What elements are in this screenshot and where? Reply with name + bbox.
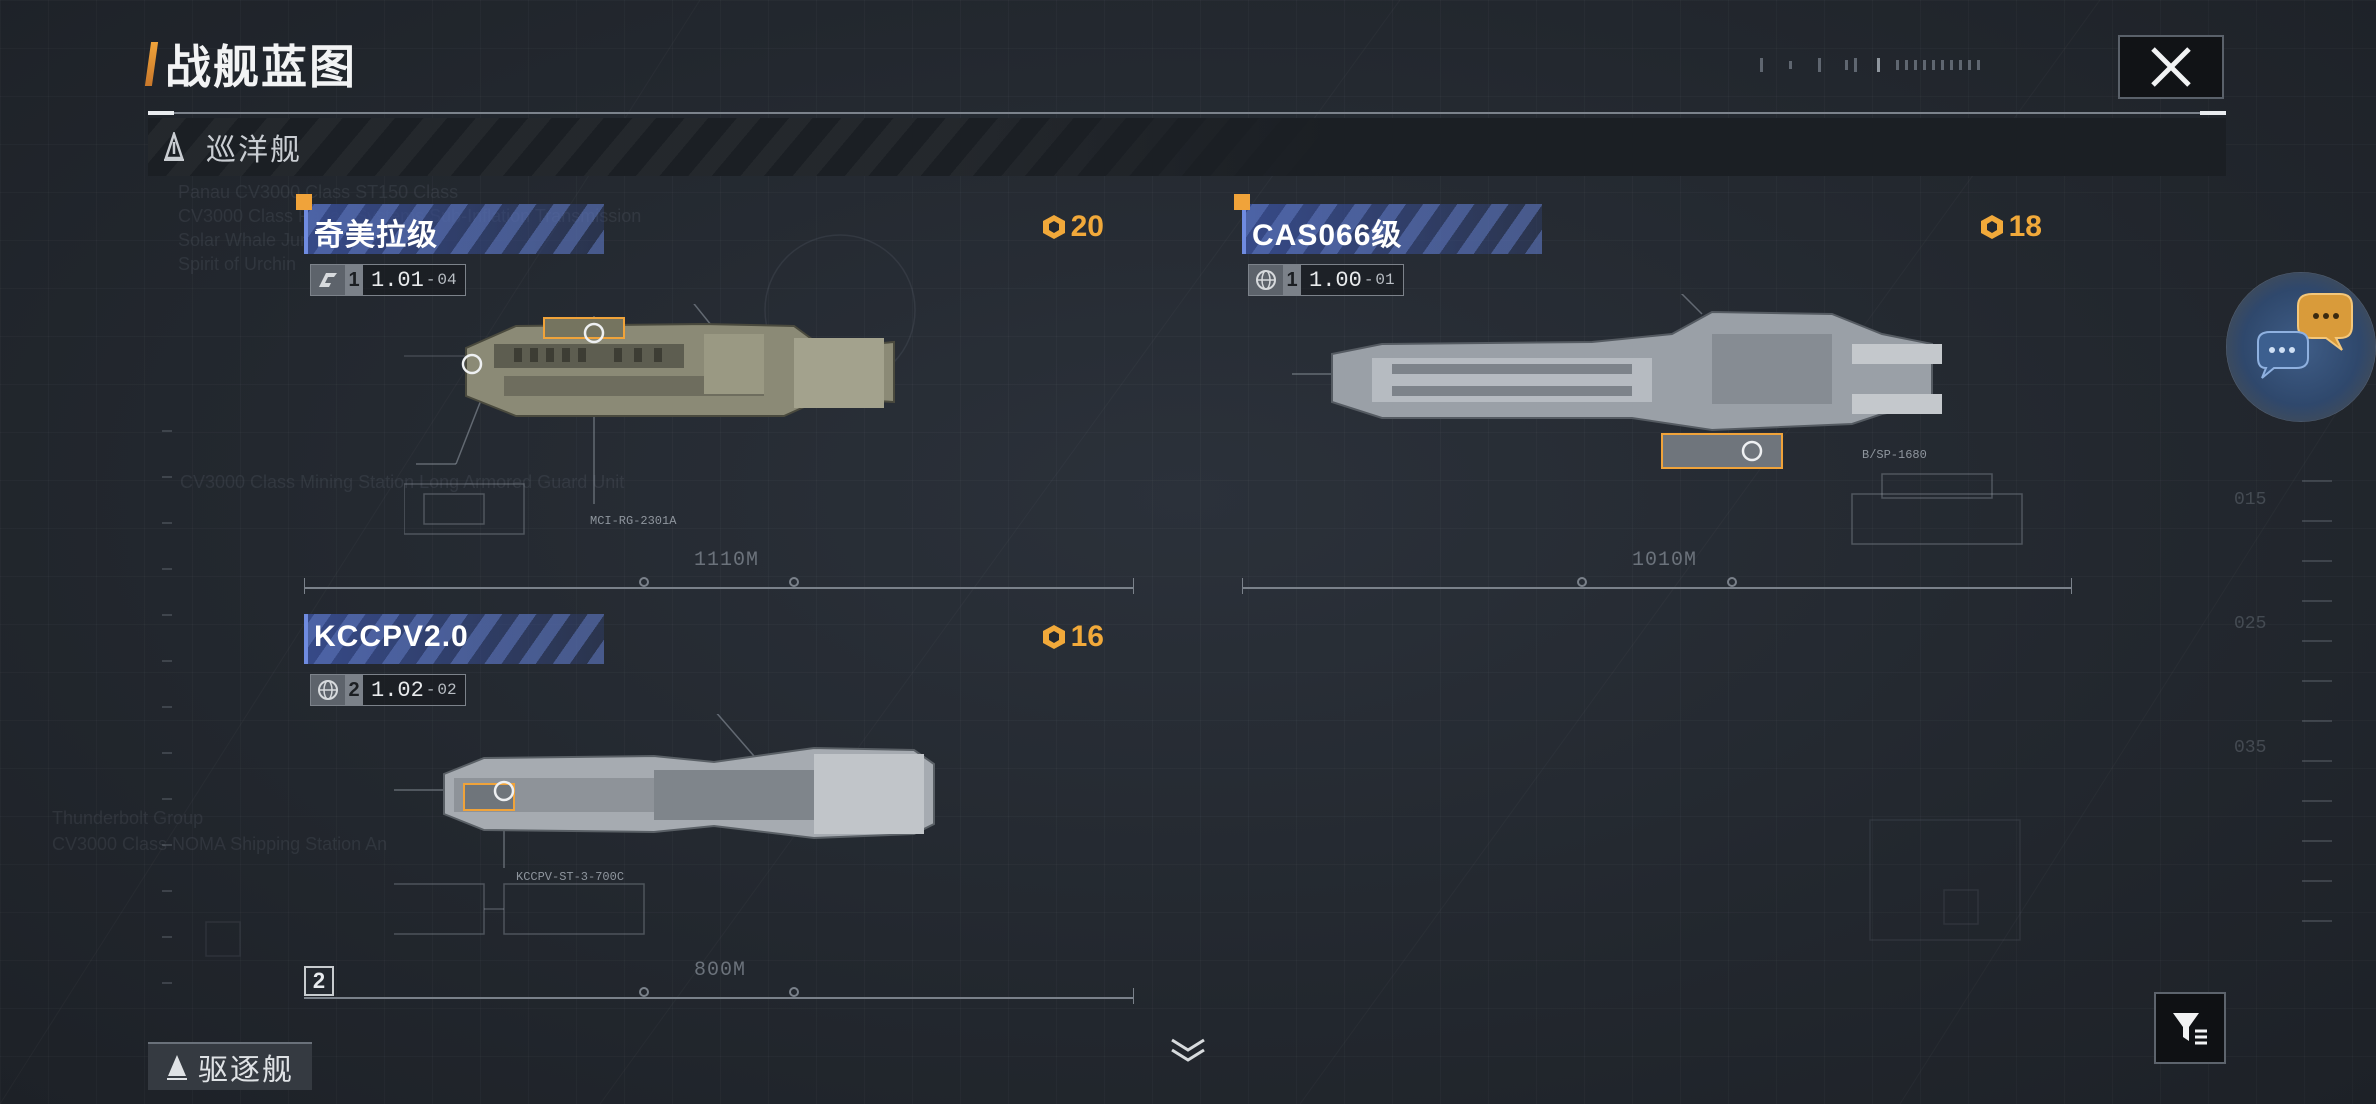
- header: 战舰蓝图: [144, 36, 357, 93]
- globe-icon: [311, 675, 345, 705]
- ship-version: 1.02-02: [371, 677, 457, 703]
- weapon-callout: KCCPV-ST-3-700C: [516, 870, 625, 884]
- page-title: 战舰蓝图: [165, 41, 357, 93]
- ship-name: KCCPV2.0: [314, 620, 469, 653]
- ship-points: 20: [1041, 210, 1104, 244]
- filter-icon: [2173, 1013, 2207, 1045]
- category-label: 巡洋舰: [206, 134, 302, 167]
- header-divider: [148, 111, 2226, 115]
- close-icon: [2151, 47, 2191, 87]
- ship-version-tag: 1 1.01-04: [310, 264, 466, 296]
- ship-version-tag: 2 1.02-02: [310, 674, 466, 706]
- weapon-callout: MCI-RG-2301A: [590, 514, 677, 528]
- ship-card-kccpv[interactable]: KCCPV2.0 16 2 1.02-02 KCCPV-: [304, 614, 1134, 1004]
- cruiser-icon: [164, 132, 184, 161]
- ship-blueprint-chimera: [404, 304, 895, 535]
- scale-number: 015: [2234, 490, 2267, 510]
- chat-button[interactable]: [2226, 272, 2376, 422]
- ship-points: 16: [1041, 620, 1104, 654]
- header-decor-ticks: [1760, 58, 1990, 72]
- ship-points: 18: [1979, 210, 2042, 244]
- ship-length: 1010M: [1632, 549, 1698, 572]
- ship-card-cas066[interactable]: CAS066级 18 1 1.00-01: [1234, 194, 2072, 594]
- length-ruler: [304, 577, 1134, 594]
- bg-decor-text: Spirit of Urchin: [178, 254, 297, 274]
- bg-decor-text: CV3000 Class NOMA Shipping Station An: [52, 834, 388, 854]
- right-scale: [2302, 480, 2332, 940]
- bg-decor-text: Thunderbolt Group: [52, 808, 204, 828]
- scroll-down-icon[interactable]: [1168, 1034, 1208, 1064]
- ship-length: 800M: [694, 959, 747, 982]
- length-ruler: [304, 987, 1134, 1004]
- ship-card-chimera[interactable]: 奇美拉级 20 1 1.01-04: [296, 194, 1134, 594]
- category-tab-label: 驱逐舰: [198, 1054, 294, 1087]
- weapon-callout: B/SP-1680: [1862, 448, 1927, 462]
- faction-emblem-icon: [311, 265, 345, 295]
- ship-version: 1.01-04: [371, 267, 457, 293]
- destroyer-icon: [167, 1055, 187, 1080]
- ship-name: CAS066级: [1252, 219, 1403, 252]
- ship-name-ribbon: [1242, 204, 1542, 254]
- category-bar-cruiser[interactable]: 巡洋舰: [148, 118, 2226, 176]
- ship-name: 奇美拉级: [314, 219, 438, 252]
- new-marker: [1234, 194, 1250, 210]
- ship-blueprint-kccpv: [394, 714, 935, 935]
- ship-length: 1110M: [694, 549, 760, 572]
- points-emblem-icon: [1042, 625, 1065, 649]
- ship-version: 1.00-01: [1309, 267, 1395, 293]
- side-scale: [162, 430, 172, 990]
- ship-blueprint-cas066: [1292, 294, 2023, 545]
- ship-name-ribbon: [304, 614, 604, 664]
- bg-decor-text: CV3000 Class Mining Station Long Armored…: [180, 472, 625, 492]
- bg-decor-text: Panau CV3000 Class ST150 Class: [178, 182, 459, 202]
- scale-number: 035: [2234, 738, 2267, 758]
- close-button[interactable]: [2118, 35, 2224, 99]
- ship-level: 1: [1283, 265, 1301, 295]
- count-badge: 2: [304, 966, 334, 996]
- points-emblem-icon: [1042, 215, 1065, 239]
- category-tab-destroyer[interactable]: 驱逐舰: [148, 1042, 312, 1090]
- chat-icon: [2257, 293, 2353, 379]
- title-accent-bar: [144, 42, 159, 86]
- ship-level: 1: [345, 265, 363, 295]
- new-marker: [296, 194, 312, 210]
- filter-button[interactable]: [2154, 992, 2226, 1064]
- ship-version-tag: 1 1.00-01: [1248, 264, 1404, 296]
- points-emblem-icon: [1980, 215, 2003, 239]
- scale-number: 025: [2234, 614, 2267, 634]
- ship-name-ribbon: [304, 204, 604, 254]
- ship-level: 2: [345, 675, 363, 705]
- length-ruler: [1242, 577, 2072, 594]
- globe-icon: [1249, 265, 1283, 295]
